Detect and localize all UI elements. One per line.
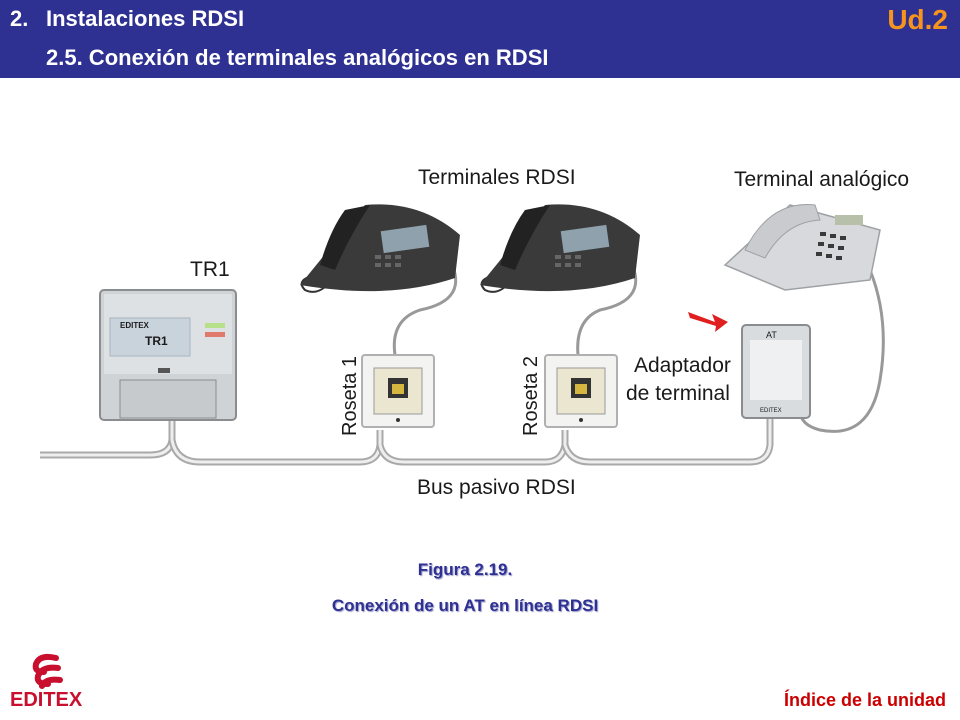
editex-logo-mark (32, 653, 63, 689)
index-link[interactable]: Índice de la unidad (783, 690, 946, 710)
label-bus: Bus pasivo RDSI (417, 476, 576, 499)
label-adaptador-line2: de terminal (626, 382, 730, 405)
section-number: 2. (10, 6, 29, 31)
figure-number: Figura 2.19. (417, 560, 513, 579)
editex-logo-text: EDITEX (10, 689, 83, 711)
isdn-phone-2-icon (480, 204, 640, 292)
label-tr1: TR1 (190, 258, 230, 281)
label-terminal-analogico: Terminal analógico (734, 168, 909, 191)
header-bar: 2. Instalaciones RDSI 2.5. Conexión de t… (0, 0, 960, 78)
roseta-2-socket (544, 354, 618, 428)
label-terminales-rdsi: Terminales RDSI (418, 166, 576, 189)
figure-caption: Conexión de un AT en línea RDSI (331, 596, 599, 615)
tr1-device-label: TR1 (145, 334, 168, 348)
unit-badge: Ud.2 (887, 4, 948, 35)
label-roseta-1: Roseta 1 (339, 356, 361, 436)
label-adaptador-line1: Adaptador (634, 354, 731, 377)
tr1-brand: EDITEX (120, 321, 150, 330)
label-roseta-2: Roseta 2 (520, 356, 542, 436)
at-label: AT (766, 330, 777, 340)
section-title: Instalaciones RDSI (46, 6, 245, 31)
section-subtitle: 2.5. Conexión de terminales analógicos e… (46, 45, 549, 70)
at-adapter: AT EDITEX (741, 324, 811, 419)
editex-logo: EDITEX (10, 653, 83, 711)
bus-cable (40, 410, 774, 466)
roseta-1-socket (361, 354, 435, 428)
red-arrow-icon (688, 312, 728, 332)
isdn-phone-1-icon (300, 204, 460, 292)
rdsi-connection-diagram: EDITEX TR1 AT EDITEX (40, 166, 909, 499)
at-brand: EDITEX (760, 408, 782, 414)
analog-phone-icon (723, 204, 881, 291)
tr1-device: EDITEX TR1 (99, 289, 237, 421)
